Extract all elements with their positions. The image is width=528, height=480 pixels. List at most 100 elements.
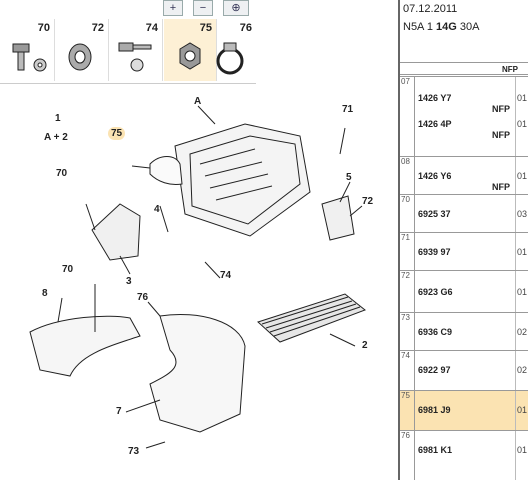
group-72[interactable]: 72 6923 G6 01 xyxy=(400,270,528,312)
quantity: 01 xyxy=(516,287,527,297)
screw-icon xyxy=(118,42,152,72)
group-id: 75 xyxy=(400,391,415,430)
group-75-selected[interactable]: 75 6981 J9 01 xyxy=(400,390,528,430)
nfp-column-header: NFP xyxy=(400,62,528,75)
callout-label: 8 xyxy=(42,288,48,299)
zoom-out-button[interactable]: − xyxy=(193,0,213,16)
zoom-fit-button[interactable]: ⊕ xyxy=(223,0,249,16)
callout-label: A + 2 xyxy=(44,132,68,143)
callout-label: A xyxy=(194,96,202,107)
callout-label: 70 xyxy=(56,168,68,179)
part-thumb-number: 70 xyxy=(37,22,50,34)
group-71[interactable]: 71 6939 97 01 xyxy=(400,232,528,270)
quantity: 01 xyxy=(516,93,527,103)
hose-clamp-icon xyxy=(216,42,244,75)
diagram-panel: + − ⊕ 70 72 xyxy=(0,0,398,457)
part-thumb-76[interactable]: 76 xyxy=(206,19,256,81)
air-hose xyxy=(149,313,246,433)
qty-column-line xyxy=(515,195,516,232)
quantity: 01 xyxy=(516,247,527,257)
quantity: 01 xyxy=(516,405,527,415)
part-ref: 1426 Y7 xyxy=(418,93,452,103)
inlet-pipe xyxy=(149,156,183,185)
part-thumb-number: 72 xyxy=(91,22,104,34)
zoom-toolbar: + − ⊕ xyxy=(0,0,398,17)
part-ref: 6981 J9 xyxy=(418,405,451,415)
callout-label: 76 xyxy=(137,292,149,303)
part-ref: 6981 K1 xyxy=(418,445,453,455)
qty-column-line xyxy=(515,351,516,390)
intake-duct xyxy=(29,315,141,377)
parts-diagram xyxy=(29,105,366,449)
part-ref: 6936 C9 xyxy=(418,327,453,337)
group-id: 76 xyxy=(400,431,415,480)
callout-label: 74 xyxy=(220,270,232,281)
part-thumb-number: 74 xyxy=(145,22,158,34)
group-id: 72 xyxy=(400,271,415,312)
part-ref: 6922 97 xyxy=(418,365,451,375)
callout-label: 3 xyxy=(126,276,132,287)
qty-column-line xyxy=(515,431,516,480)
group-id: 70 xyxy=(400,195,415,232)
qty-column-line xyxy=(515,77,516,156)
callout-label: 73 xyxy=(128,446,140,457)
part-thumb-75[interactable]: 75 xyxy=(164,19,217,81)
part-ref: 6925 37 xyxy=(418,209,451,219)
part-thumb-74[interactable]: 74 xyxy=(110,19,163,81)
callout-label: 2 xyxy=(362,340,368,351)
part-thumb-number: 76 xyxy=(239,22,252,34)
catalog-date: 07.12.2011 xyxy=(403,3,458,15)
group-id: 08 xyxy=(400,157,415,194)
group-70[interactable]: 70 6925 37 03 xyxy=(400,194,528,232)
group-73[interactable]: 73 6936 C9 02 xyxy=(400,312,528,350)
nfp-flag: NFP xyxy=(492,130,510,140)
nfp-flag: NFP xyxy=(492,104,510,114)
bracket xyxy=(91,203,141,261)
part-thumb-72[interactable]: 72 xyxy=(56,19,109,81)
callout-label: 7 xyxy=(116,406,122,417)
parts-thumbnail-bar: 70 72 74 75 xyxy=(0,17,256,84)
part-ref: 1426 Y6 xyxy=(418,171,452,181)
part-thumb-70[interactable]: 70 xyxy=(2,19,55,81)
quantity: 01 xyxy=(516,119,527,129)
quantity: 02 xyxy=(516,327,527,337)
group-74[interactable]: 74 6922 97 02 xyxy=(400,350,528,390)
qty-column-line xyxy=(515,157,516,194)
washer-icon xyxy=(68,43,92,71)
mount-bracket xyxy=(321,195,355,241)
callout-label: 72 xyxy=(362,196,374,207)
group-id: 74 xyxy=(400,351,415,390)
callout-label: 4 xyxy=(154,204,160,215)
zoom-fit-icon: ⊕ xyxy=(231,2,241,14)
zoom-out-icon: − xyxy=(199,2,207,14)
part-thumb-number: 75 xyxy=(199,22,212,34)
group-07[interactable]: 07 1426 Y7 NFP 01 1426 4P NFP 01 xyxy=(400,76,528,156)
group-76[interactable]: 76 6981 K1 01 xyxy=(400,430,528,480)
zoom-in-icon: + xyxy=(169,2,177,14)
nut-icon xyxy=(179,42,201,70)
callout-label-selected[interactable]: 75 xyxy=(108,127,126,140)
panel-divider xyxy=(398,0,400,480)
part-ref: 6923 G6 xyxy=(418,287,453,297)
quantity: 02 xyxy=(516,365,527,375)
group-id: 71 xyxy=(400,233,415,270)
qty-column-line xyxy=(515,391,516,430)
bolt-icon xyxy=(12,43,47,72)
callout-label: 71 xyxy=(342,104,354,115)
group-id: 73 xyxy=(400,313,415,350)
quantity: 03 xyxy=(516,209,527,219)
callout-label: 5 xyxy=(346,172,352,183)
callout-label: 1 xyxy=(55,113,61,124)
group-08[interactable]: 08 1426 Y6 NFP 01 xyxy=(400,156,528,194)
nfp-flag: NFP xyxy=(492,182,510,192)
part-ref: 1426 4P xyxy=(418,119,452,129)
qty-column-line xyxy=(515,271,516,312)
qty-column-line xyxy=(515,313,516,350)
vehicle-model: N5A 1 14G 30A xyxy=(403,21,480,33)
callout-label: 70 xyxy=(62,264,74,275)
quantity: 01 xyxy=(516,445,527,455)
parts-list-panel: 07.12.2011 N5A 1 14G 30A NFP 07 1426 Y7 … xyxy=(400,0,528,480)
group-id: 07 xyxy=(400,77,415,156)
zoom-in-button[interactable]: + xyxy=(163,0,183,16)
qty-column-line xyxy=(515,233,516,270)
